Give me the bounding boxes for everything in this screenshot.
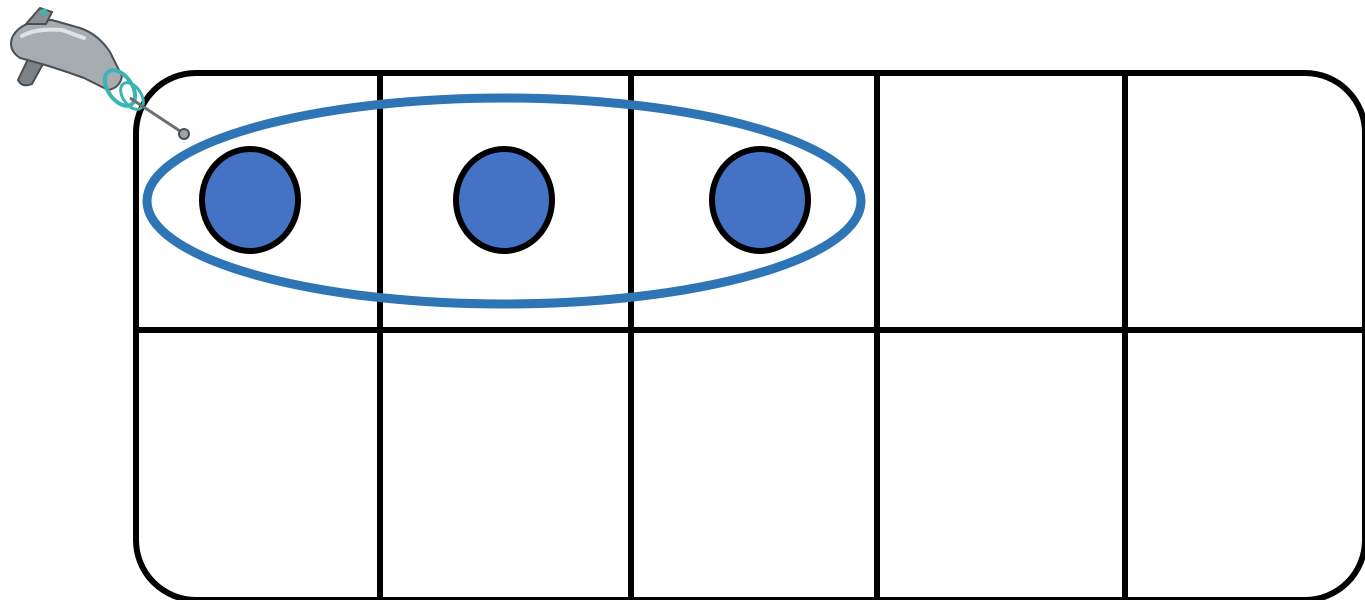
counter-r1-c1 (202, 149, 298, 251)
ray-gun-fin (26, 8, 52, 24)
ray-gun-light (41, 9, 48, 16)
counter-r1-c2 (456, 149, 552, 251)
ray-gun-antenna-tip (179, 129, 189, 139)
counter-r1-c3 (712, 149, 808, 251)
ray-gun-icon (11, 8, 189, 139)
